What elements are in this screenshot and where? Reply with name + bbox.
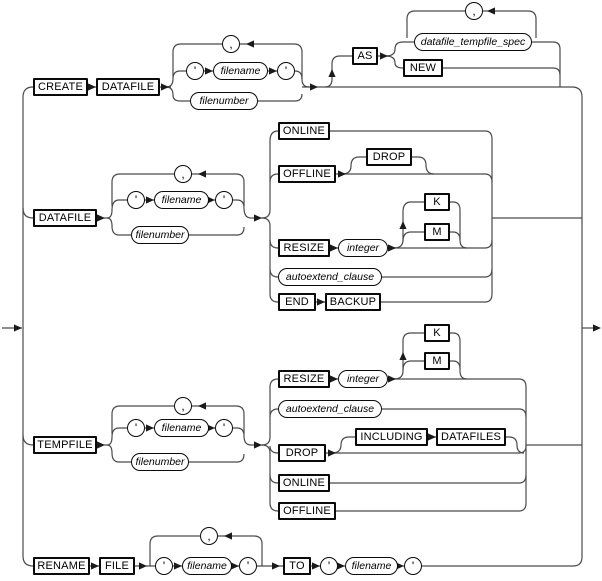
variable-filename-r2: filename (154, 191, 209, 209)
variable-integer-r2: integer (338, 239, 388, 257)
variable-autoextend-clause-r3: autoextend_clause (278, 400, 382, 418)
quote-close-r4a: ' (239, 557, 257, 575)
variable-filename-r3: filename (154, 419, 209, 437)
keyword-datafile: DATAFILE (33, 209, 97, 227)
quote-open-r2: ' (127, 191, 145, 209)
keyword-offline-r3: OFFLINE (278, 502, 336, 520)
keyword-drop-offline: DROP (366, 148, 412, 166)
quote-close-r3: ' (215, 419, 233, 437)
keyword-resize-r2: RESIZE (278, 239, 330, 257)
keyword-file: FILE (99, 557, 135, 575)
keyword-resize-r3: RESIZE (278, 370, 330, 388)
variable-filename-r4b: filename (345, 557, 398, 575)
variable-filenumber-r3: filenumber (131, 453, 189, 471)
keyword-as: AS (352, 47, 378, 65)
quote-open-r4b: ' (320, 557, 338, 575)
quote-open-r4a: ' (155, 557, 173, 575)
keyword-m-r3: M (424, 352, 450, 370)
keyword-including: INCLUDING (355, 428, 428, 446)
keyword-new: NEW (403, 59, 443, 77)
keyword-online-r3: ONLINE (278, 474, 330, 492)
comma-loop-spec: , (465, 2, 483, 20)
quote-open-r3: ' (127, 419, 145, 437)
quote-open-r1: ' (186, 62, 204, 80)
keyword-to: TO (283, 557, 311, 575)
keyword-create: CREATE (33, 78, 88, 96)
keyword-end: END (278, 293, 316, 311)
keyword-backup: BACKUP (325, 293, 381, 311)
variable-autoextend-clause-r2: autoextend_clause (278, 268, 382, 286)
arrowheads (14, 7, 601, 570)
comma-loop-r2: , (174, 165, 192, 183)
keyword-datafiles: DATAFILES (436, 428, 506, 446)
keyword-offline-r2: OFFLINE (278, 165, 336, 183)
comma-loop-r3: , (174, 397, 192, 415)
variable-filenumber-r1: filenumber (190, 92, 258, 110)
variable-filename-r4a: filename (182, 557, 232, 575)
comma-loop-r1: , (222, 35, 240, 53)
quote-close-r2: ' (215, 191, 233, 209)
keyword-datafile-create: DATAFILE (96, 78, 160, 96)
keyword-rename: RENAME (33, 557, 90, 575)
quote-close-r4b: ' (404, 557, 422, 575)
keyword-m-r2: M (424, 223, 450, 241)
variable-filenumber-r2: filenumber (131, 226, 189, 244)
variable-datafile-tempfile-spec: datafile_tempfile_spec (414, 33, 532, 51)
keyword-tempfile: TEMPFILE (33, 436, 97, 454)
keyword-k-r3: K (424, 324, 450, 342)
variable-filename-r1: filename (213, 62, 268, 80)
variable-integer-r3: integer (338, 370, 388, 388)
keyword-drop-tempfile: DROP (278, 444, 326, 462)
keyword-k-r2: K (424, 193, 450, 211)
quote-close-r1: ' (277, 62, 295, 80)
keyword-online-r2: ONLINE (278, 122, 330, 140)
comma-loop-r4: , (200, 527, 218, 545)
